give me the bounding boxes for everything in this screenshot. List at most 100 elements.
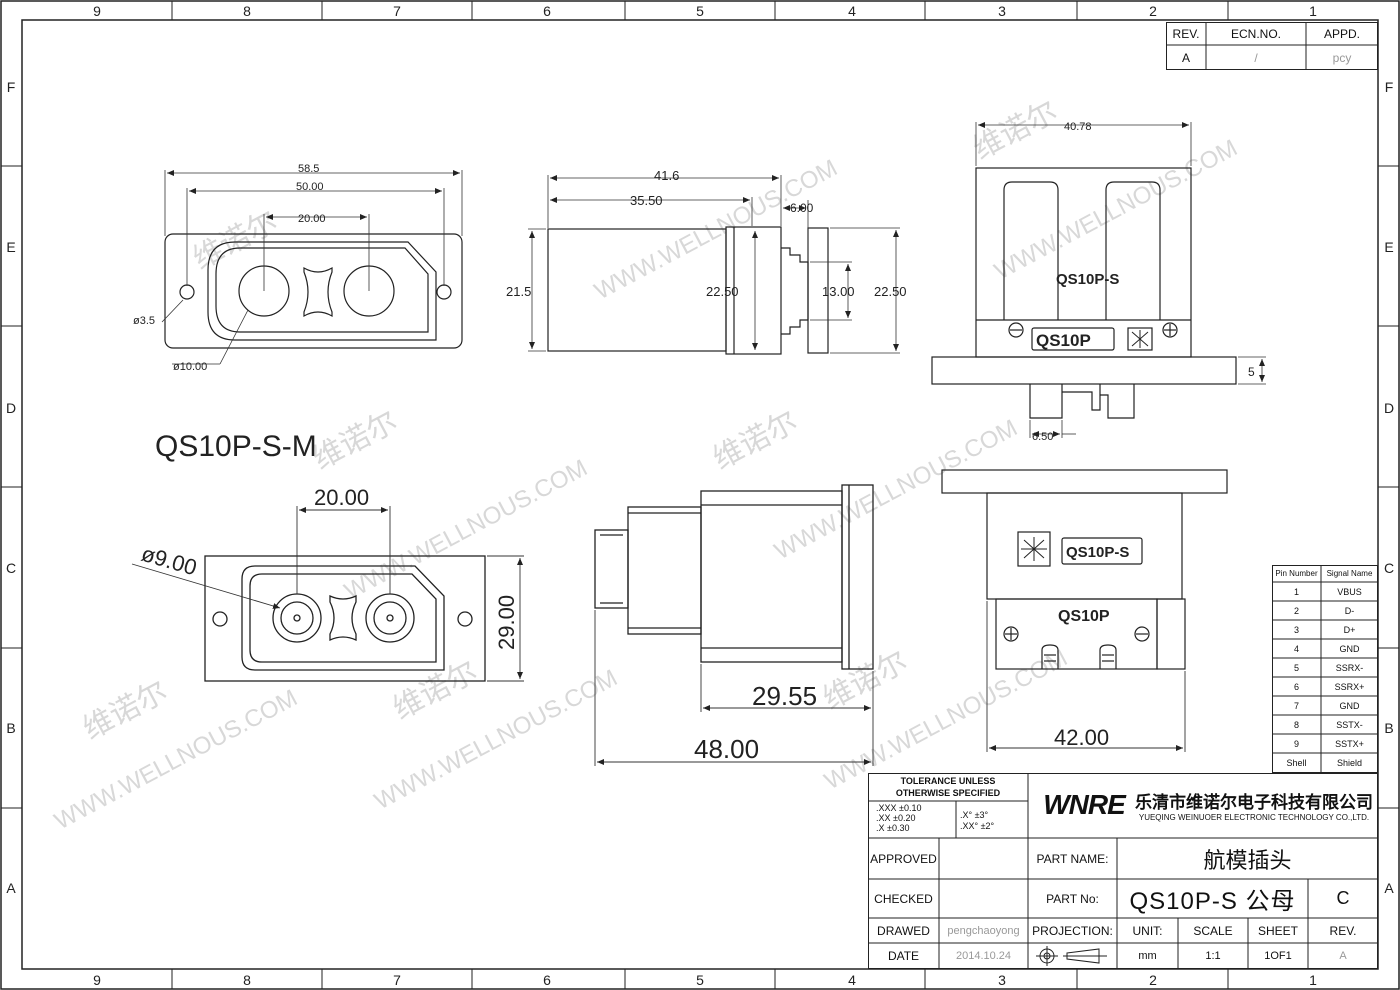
row-label: B <box>1384 720 1393 736</box>
svg-text:维诺尔: 维诺尔 <box>818 645 913 716</box>
row-label: E <box>1384 239 1393 255</box>
tolerance-title-2: OTHERWISE SPECIFIED <box>895 788 1001 798</box>
rev-value: A <box>1181 50 1190 65</box>
row-label: F <box>1385 79 1394 95</box>
col-label: 5 <box>696 3 704 19</box>
date-label: DATE <box>887 949 920 963</box>
appd-value: pcy <box>1332 50 1352 65</box>
top-right-dimensions <box>975 122 1266 438</box>
pin-number: 6 <box>1293 681 1299 692</box>
rev-value-bottom: A <box>1339 950 1347 962</box>
part-no-label: PART No: <box>1046 891 1099 906</box>
svg-text:WWW.WELLNOUS.COM: WWW.WELLNOUS.COM <box>990 134 1242 285</box>
col-label: 8 <box>243 972 251 988</box>
bottom-right-dimensions <box>986 601 1186 752</box>
dim-22-5a: 22.50 <box>706 284 739 299</box>
signal-name: SSRX- <box>1335 662 1364 673</box>
dim-21-5: 21.5 <box>506 284 531 299</box>
col-label: 1 <box>1309 3 1317 19</box>
dim-29-55: 29.55 <box>752 681 817 711</box>
tol-x: .X ±0.30 <box>876 823 910 833</box>
dim-20: 20.00 <box>298 213 326 225</box>
signal-name: GND <box>1339 700 1360 711</box>
svg-text:维诺尔: 维诺尔 <box>308 405 403 476</box>
svg-text:WWW.WELLNOUS.COM: WWW.WELLNOUS.COM <box>50 684 302 835</box>
scale-value: 1:1 <box>1205 950 1221 962</box>
tol-ang1: .X° ±3° <box>960 810 989 820</box>
company-name-en: YUEQING WEINUOER ELECTRONIC TECHNOLOGY C… <box>1138 812 1370 822</box>
col-label: 2 <box>1149 3 1157 19</box>
company-name-cn: 乐清市维诺尔电子科技有限公司 <box>1135 792 1373 812</box>
dim-6-5: 6.50 <box>1032 431 1053 443</box>
signal-name: SSTX- <box>1336 719 1363 730</box>
revision-table: REV. ECN.NO. APPD. A / pcy <box>1166 22 1378 70</box>
part-no-rev: C <box>1336 888 1350 908</box>
company-logo: WNRE <box>1043 789 1126 820</box>
signal-name: SSTX+ <box>1335 738 1364 749</box>
bottom-right-text: QS10P-S QS10P 42.00 <box>1054 544 1129 750</box>
pin-number: 7 <box>1293 700 1299 711</box>
signal-name-header: Signal Name <box>1326 569 1373 578</box>
row-label: B <box>6 720 15 736</box>
view-title: QS10P-S-M <box>155 430 317 463</box>
svg-text:维诺尔: 维诺尔 <box>968 95 1063 166</box>
svg-text:WWW.WELLNOUS.COM: WWW.WELLNOUS.COM <box>340 454 592 605</box>
col-label: 5 <box>696 972 704 988</box>
part-no-value: QS10P-S 公母 <box>1129 888 1296 915</box>
revision-grid <box>1166 22 1378 70</box>
pin-grid <box>1272 565 1378 773</box>
svg-text:WWW.WELLNOUS.COM: WWW.WELLNOUS.COM <box>770 414 1022 565</box>
signal-name: Shield <box>1336 758 1363 768</box>
part-name-label: PART NAME: <box>1036 851 1109 866</box>
top-right-view <box>931 167 1237 419</box>
col-label: 8 <box>243 3 251 19</box>
dim-22-5b: 22.50 <box>874 284 907 299</box>
row-label: C <box>6 560 16 576</box>
tolerance-title-1: TOLERANCE UNLESS <box>900 776 996 786</box>
rev-label: REV. <box>1329 923 1357 938</box>
col-label: 7 <box>393 972 401 988</box>
svg-text:维诺尔: 维诺尔 <box>78 675 173 746</box>
label-qs10p-s-b: QS10P-S <box>1066 544 1129 561</box>
unit-label: UNIT: <box>1132 923 1163 938</box>
col-label: 4 <box>848 3 856 19</box>
label-qs10p-b: QS10P <box>1058 608 1110 625</box>
bottom-front-view <box>204 555 486 682</box>
label-qs10p: QS10P <box>1036 331 1091 350</box>
signal-name: VBUS <box>1337 586 1362 597</box>
dim-6: 6.00 <box>790 201 814 215</box>
tol-ang2: .XX° ±2° <box>960 821 995 831</box>
sheet-value: 1OF1 <box>1264 950 1292 962</box>
approved-label: APPROVED <box>870 851 937 866</box>
svg-text:维诺尔: 维诺尔 <box>388 655 483 726</box>
pin-number: 5 <box>1293 662 1299 673</box>
part-name-value: 航模插头 <box>1203 847 1292 873</box>
date-value: 2014.10.24 <box>955 950 1012 962</box>
svg-text:WWW.WELLNOUS.COM: WWW.WELLNOUS.COM <box>590 154 842 305</box>
top-side-dimensions <box>528 175 900 354</box>
starburst-icon <box>1021 330 1149 561</box>
bottom-front-text: QS10P-S-M 20.00 ø9.00 29.00 <box>139 430 519 650</box>
tol-xx: .XX ±0.20 <box>876 813 916 823</box>
dim-42: 42.00 <box>1054 725 1109 750</box>
row-label: D <box>1384 400 1394 416</box>
col-label: 1 <box>1309 972 1317 988</box>
col-label: 9 <box>93 3 101 19</box>
ecn-header: ECN.NO. <box>1230 26 1281 41</box>
bottom-side-dimensions <box>594 610 874 766</box>
top-front-dimensions <box>161 170 463 365</box>
col-label: 3 <box>998 972 1006 988</box>
pin-number: 4 <box>1293 643 1299 654</box>
dim-40-78: 40.78 <box>1064 121 1092 133</box>
row-label: A <box>6 880 16 896</box>
top-front-dim-text: 58.5 50.00 20.00 ø3.5 ø10.00 <box>133 163 326 373</box>
rev-header: REV. <box>1172 26 1200 41</box>
dim-58-5: 58.5 <box>298 163 319 175</box>
col-label: 9 <box>93 972 101 988</box>
sheet-label: SHEET <box>1257 923 1298 938</box>
signal-name: GND <box>1339 643 1360 654</box>
pin-table: Pin Number Signal Name 1 VBUS 2 D- 3 D+ … <box>1272 565 1378 773</box>
col-label: 3 <box>998 3 1006 19</box>
scale-label: SCALE <box>1193 923 1233 938</box>
